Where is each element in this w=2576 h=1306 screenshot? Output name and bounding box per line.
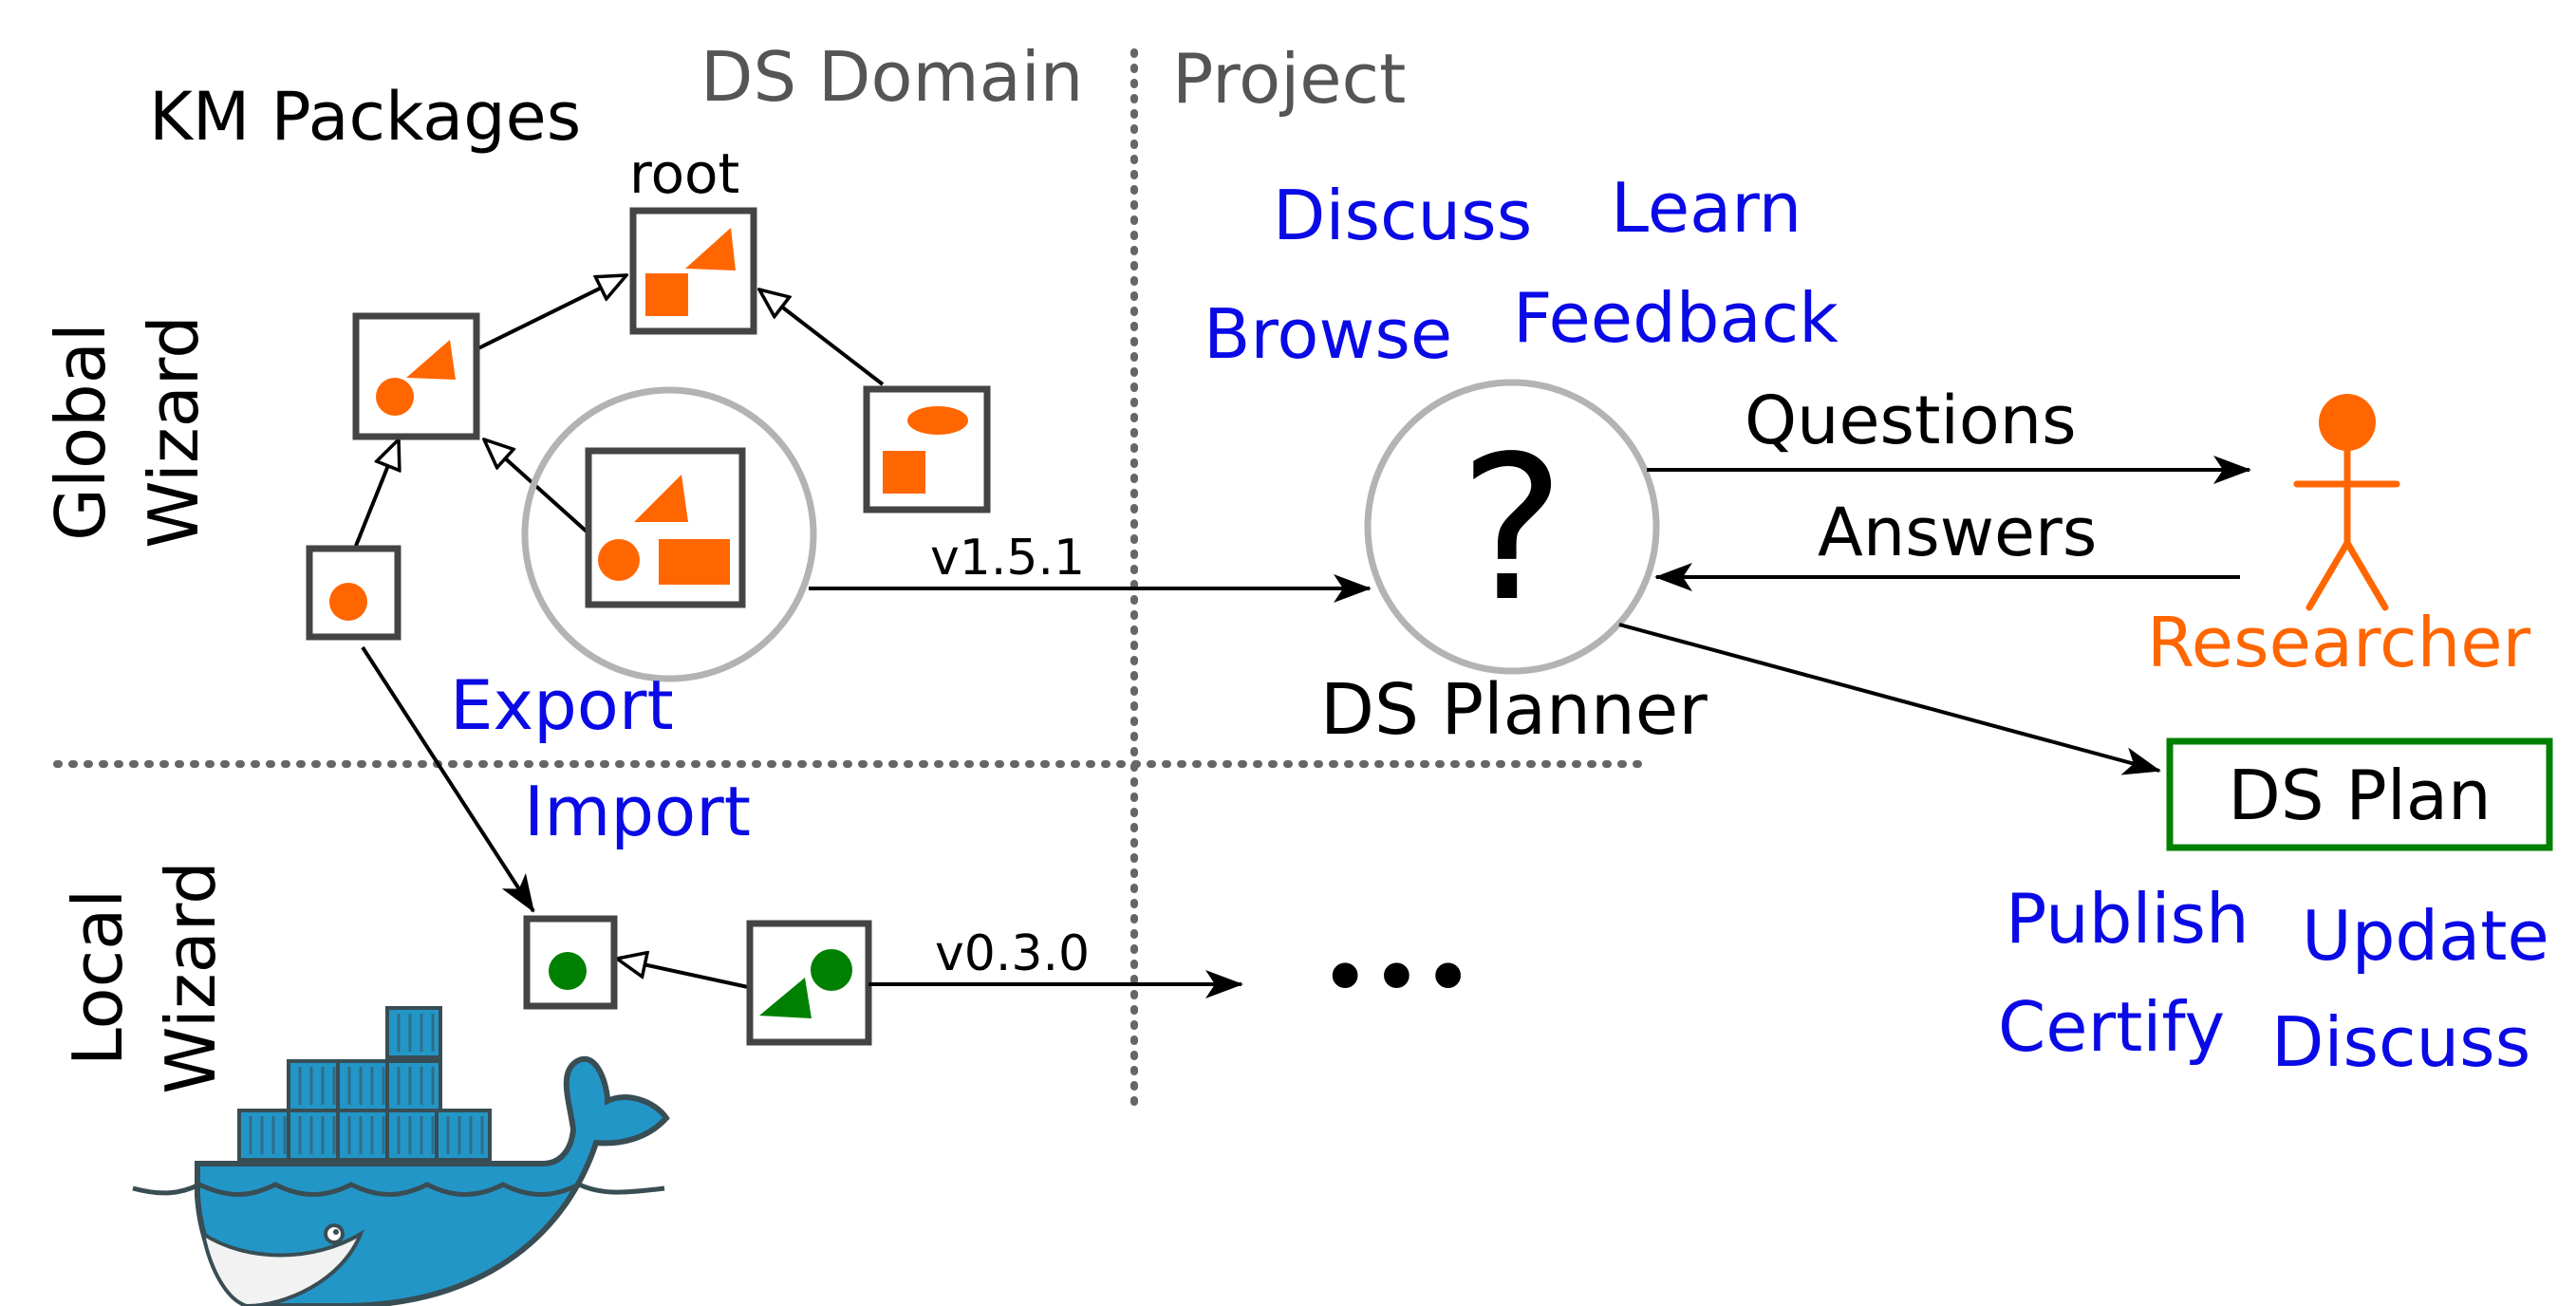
ds-plan-label: DS Plan xyxy=(2228,756,2491,835)
export-action: Export xyxy=(450,665,674,745)
ds-planner-question-mark: ? xyxy=(1459,413,1564,645)
action-publish: Publish xyxy=(2006,879,2249,959)
ds-planner-circle xyxy=(1364,379,1660,675)
edge-pkgE-to-root xyxy=(759,289,885,386)
global-wizard-label: Global Wizard xyxy=(41,315,214,549)
project-header: Project xyxy=(1172,39,1406,119)
package-a xyxy=(352,312,480,440)
svg-text:Local: Local xyxy=(58,889,138,1067)
ds-plan-box xyxy=(2166,737,2553,851)
import-arrow xyxy=(361,645,535,913)
action-discuss: Discuss xyxy=(1273,176,1532,255)
action-plan-discuss: Discuss xyxy=(2271,1002,2530,1082)
import-action: Import xyxy=(524,772,751,851)
svg-text:Wizard: Wizard xyxy=(151,861,231,1094)
local-wizard-label: Local Wizard xyxy=(58,861,231,1094)
root-package xyxy=(629,207,757,335)
edge-pkgG-to-pkgF xyxy=(617,959,749,989)
action-feedback: Feedback xyxy=(1513,278,1839,358)
km-packages-title: KM Packages xyxy=(149,78,581,156)
package-b xyxy=(585,447,746,608)
docker-whale-icon xyxy=(132,1006,670,1306)
edge-pkgA-to-root xyxy=(476,275,626,351)
global-version-label: v1.5.1 xyxy=(930,530,1085,587)
researcher-icon xyxy=(2293,394,2400,611)
package-e xyxy=(863,385,991,513)
local-version-label: v0.3.0 xyxy=(935,925,1090,982)
svg-text:Global: Global xyxy=(41,323,121,541)
action-learn: Learn xyxy=(1611,168,1801,248)
svg-text:Wizard: Wizard xyxy=(134,315,214,549)
questions-label: Questions xyxy=(1745,382,2077,459)
action-certify: Certify xyxy=(1998,987,2225,1067)
action-update: Update xyxy=(2302,896,2549,976)
ds-planner-label: DS Planner xyxy=(1320,669,1708,751)
package-f xyxy=(523,915,618,1010)
researcher-label: Researcher xyxy=(2147,603,2531,682)
ds-domain-header: DS Domain xyxy=(700,37,1083,117)
ellipsis-more: ••• xyxy=(1319,927,1474,1029)
action-browse: Browse xyxy=(1204,294,1452,374)
export-highlight-circle xyxy=(521,386,817,682)
root-label: root xyxy=(629,141,739,206)
package-g xyxy=(746,920,872,1046)
edge-pkgC-to-pkgA xyxy=(354,439,399,547)
package-c xyxy=(306,545,401,641)
plan-output-arrow xyxy=(1618,623,2161,775)
answers-label: Answers xyxy=(1818,494,2097,571)
